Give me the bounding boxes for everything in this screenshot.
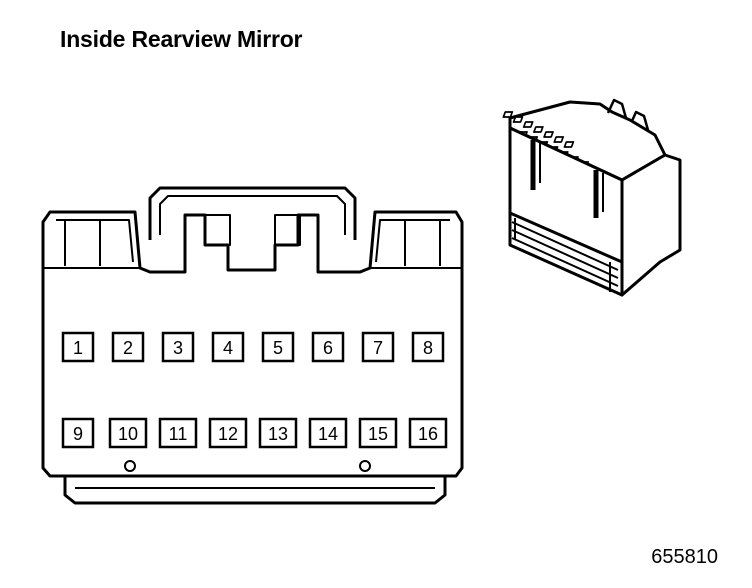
svg-text:1: 1 (73, 338, 83, 358)
pin-6: 6 (311, 331, 345, 363)
pin-7: 7 (361, 331, 395, 363)
diagram-title: Inside Rearview Mirror (60, 26, 303, 52)
svg-text:12: 12 (218, 424, 238, 444)
svg-text:9: 9 (73, 424, 83, 444)
pin-15: 15 (358, 417, 398, 449)
svg-text:11: 11 (169, 424, 188, 444)
svg-text:3: 3 (173, 338, 183, 358)
svg-text:2: 2 (123, 338, 133, 358)
pin-2: 2 (111, 331, 145, 363)
pin-14: 14 (308, 417, 348, 449)
pin-row-1: 1 2 3 4 5 6 7 8 (61, 331, 445, 363)
svg-text:14: 14 (318, 424, 338, 444)
pin-11: 11 (158, 417, 198, 449)
svg-text:16: 16 (418, 424, 438, 444)
pin-1: 1 (61, 331, 95, 363)
svg-text:8: 8 (423, 338, 433, 358)
svg-text:7: 7 (373, 338, 383, 358)
pin-4: 4 (211, 331, 245, 363)
pin-3: 3 (161, 331, 195, 363)
pin-13: 13 (258, 417, 298, 449)
pin-9: 9 (61, 417, 95, 449)
pin-row-2: 9 10 11 12 13 14 15 16 (61, 417, 448, 449)
svg-text:15: 15 (368, 424, 388, 444)
svg-text:10: 10 (118, 424, 138, 444)
pin-10: 10 (108, 417, 148, 449)
svg-text:5: 5 (273, 338, 283, 358)
pin-8: 8 (411, 331, 445, 363)
figure-id: 655810 (651, 546, 718, 568)
svg-text:4: 4 (223, 338, 233, 358)
connector-isometric-view (502, 98, 682, 297)
pin-12: 12 (208, 417, 248, 449)
pin-16: 16 (408, 417, 448, 449)
pin-5: 5 (261, 331, 295, 363)
svg-text:13: 13 (268, 424, 288, 444)
connector-face (41, 186, 464, 505)
svg-text:6: 6 (323, 338, 333, 358)
